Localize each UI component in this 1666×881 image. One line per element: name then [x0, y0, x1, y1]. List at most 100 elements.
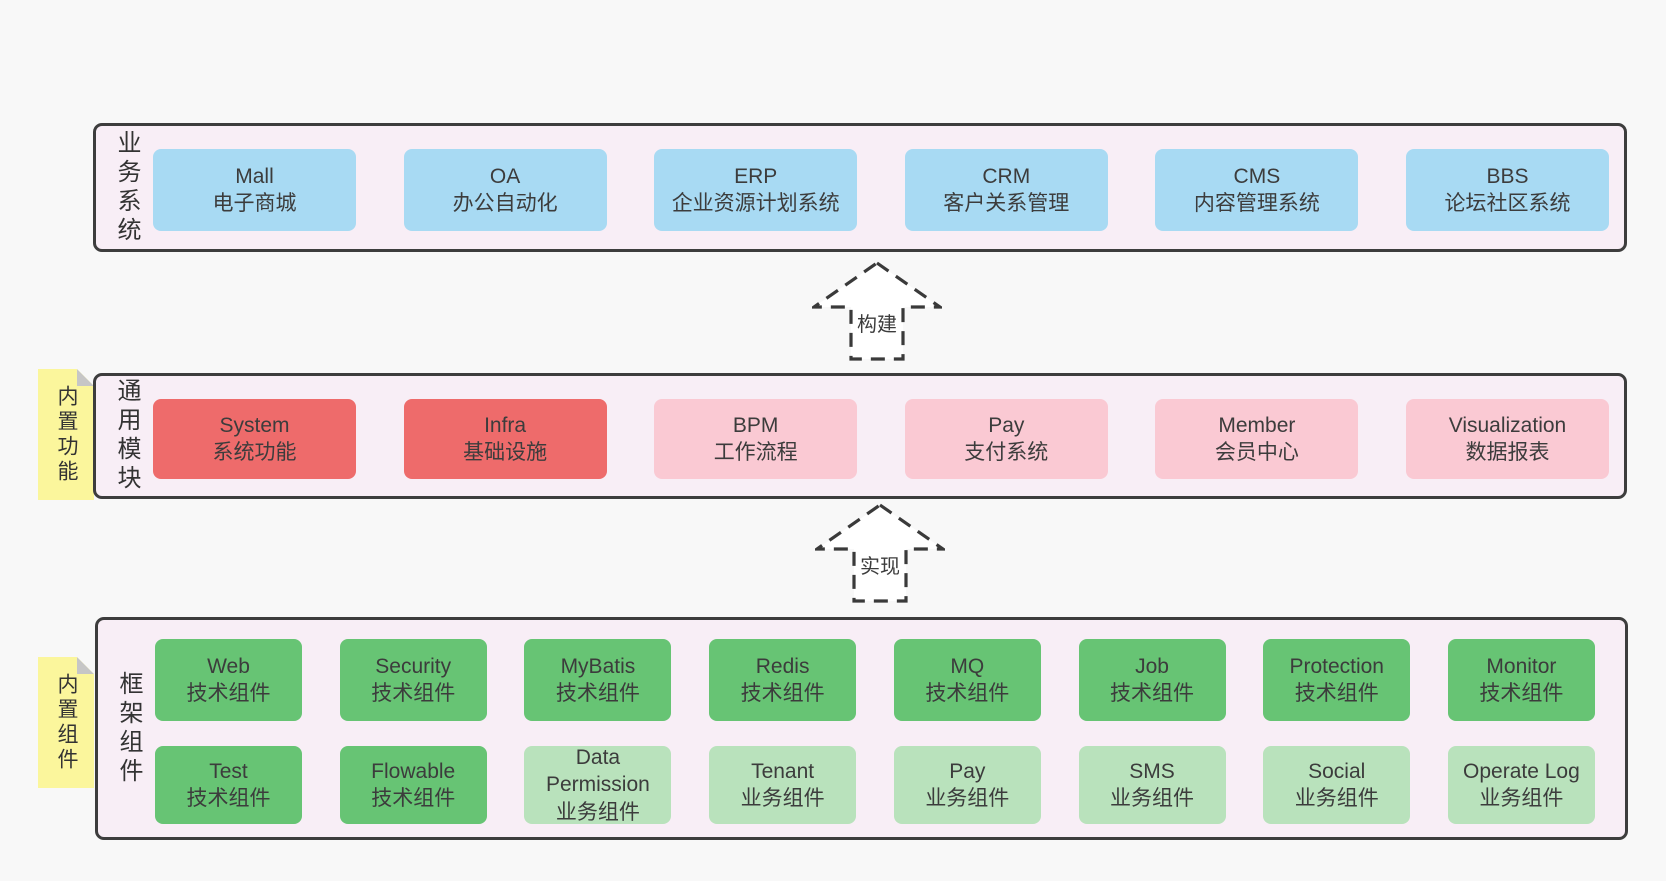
- box-social: Social 业务组件: [1263, 746, 1411, 824]
- box-subtitle: 论坛社区系统: [1444, 192, 1571, 215]
- box-subtitle: 技术组件: [555, 682, 640, 705]
- box-subtitle: 会员中心: [1214, 441, 1299, 464]
- box-sms: SMS 业务组件: [1078, 746, 1226, 824]
- box-erp: ERP 企业资源计划系统: [654, 149, 858, 231]
- box-subtitle: 内容管理系统: [1193, 192, 1320, 215]
- folded-corner-icon: [77, 369, 94, 386]
- modules-boxes-row: System 系统功能 Infra 基础设施 BPM 工作流程 Pay 支付系统…: [153, 399, 1609, 479]
- built-in-components-tag-label: 内置组件: [55, 672, 78, 773]
- box-subtitle: 技术组件: [371, 682, 456, 705]
- box-crm: CRM 客户关系管理: [904, 149, 1108, 231]
- box-bpm: BPM 工作流程: [654, 399, 858, 479]
- box-redis: Redis 技术组件: [709, 639, 857, 721]
- box-subtitle: 技术组件: [1294, 682, 1379, 705]
- box-subtitle: 业务组件: [1294, 787, 1379, 810]
- box-bbs: BBS 论坛社区系统: [1405, 149, 1609, 231]
- box-title: Tenant: [751, 759, 815, 783]
- built-in-components-tag: 内置组件: [38, 657, 94, 788]
- box-infra: Infra 基础设施: [403, 399, 607, 479]
- box-subtitle: 办公自动化: [452, 192, 558, 215]
- box-title: SMS: [1129, 759, 1175, 783]
- box-title: Member: [1218, 413, 1296, 437]
- arrow-build-label: 构建: [853, 308, 901, 337]
- box-title: Test: [209, 759, 248, 783]
- box-subtitle: 工作流程: [713, 441, 798, 464]
- common-modules-section: 通用模块 System 系统功能 Infra 基础设施 BPM 工作流程 Pay…: [93, 373, 1627, 499]
- box-title: CRM: [982, 164, 1031, 188]
- box-subtitle: 技术组件: [186, 682, 271, 705]
- box-job: Job 技术组件: [1078, 639, 1226, 721]
- box-title: BPM: [732, 413, 779, 437]
- box-subtitle: 技术组件: [925, 682, 1010, 705]
- box-title: ERP: [734, 164, 778, 188]
- box-subtitle: 支付系统: [964, 441, 1049, 464]
- modules-section-label: 通用模块: [113, 378, 140, 494]
- box-title: Web: [207, 654, 250, 678]
- box-title: Pay: [949, 759, 986, 783]
- box-protection: Protection 技术组件: [1263, 639, 1411, 721]
- box-title: Protection: [1289, 654, 1384, 678]
- box-subtitle: 技术组件: [740, 682, 825, 705]
- box-tenant: Tenant 业务组件: [709, 746, 857, 824]
- box-oa: OA 办公自动化: [403, 149, 607, 231]
- box-title: Infra: [484, 413, 527, 437]
- box-subtitle: 企业资源计划系统: [671, 192, 840, 215]
- framework-row-2: Test 技术组件 Flowable 技术组件 Data Permission …: [155, 746, 1595, 824]
- box-subtitle: 电子商城: [212, 192, 297, 215]
- box-subtitle: 业务组件: [1479, 787, 1564, 810]
- arrow-implement-label: 实现: [856, 550, 904, 579]
- built-in-features-tag-label: 内置功能: [55, 384, 78, 485]
- box-title: Job: [1135, 654, 1169, 678]
- box-subtitle: 技术组件: [371, 787, 456, 810]
- business-boxes-row: Mall 电子商城 OA 办公自动化 ERP 企业资源计划系统 CRM 客户关系…: [153, 149, 1609, 231]
- built-in-features-tag: 内置功能: [38, 369, 94, 500]
- box-subtitle: 业务组件: [925, 787, 1010, 810]
- box-mall: Mall 电子商城: [153, 149, 356, 231]
- box-title: Operate Log: [1463, 759, 1580, 783]
- box-title: MyBatis: [560, 654, 636, 678]
- arrow-implement: 实现: [811, 502, 949, 604]
- box-subtitle: 基础设施: [463, 441, 548, 464]
- box-title: System: [219, 413, 290, 437]
- box-title: BBS: [1486, 164, 1529, 188]
- box-subtitle: 业务组件: [555, 800, 640, 824]
- box-subtitle: 技术组件: [186, 787, 271, 810]
- box-system: System 系统功能: [153, 399, 356, 479]
- box-data-permission: Data Permission 业务组件: [524, 746, 672, 824]
- box-subtitle: 业务组件: [740, 787, 825, 810]
- framework-row-1: Web 技术组件 Security 技术组件 MyBatis 技术组件 Redi…: [155, 639, 1595, 721]
- business-systems-section: 业务系统 Mall 电子商城 OA 办公自动化 ERP 企业资源计划系统 CRM…: [93, 123, 1627, 252]
- box-title: CMS: [1233, 164, 1281, 188]
- box-operate-log: Operate Log 业务组件: [1447, 746, 1595, 824]
- box-subtitle: 业务组件: [1110, 787, 1195, 810]
- box-title: Social: [1308, 759, 1366, 783]
- box-mybatis: MyBatis 技术组件: [524, 639, 672, 721]
- box-title: MQ: [950, 654, 985, 678]
- box-subtitle: 技术组件: [1479, 682, 1564, 705]
- box-subtitle: 客户关系管理: [943, 192, 1070, 215]
- box-flowable: Flowable 技术组件: [339, 746, 487, 824]
- box-subtitle: 系统功能: [212, 441, 297, 464]
- box-title: Monitor: [1486, 654, 1557, 678]
- box-web: Web 技术组件: [155, 639, 302, 721]
- box-mq: MQ 技术组件: [893, 639, 1041, 721]
- box-title: Visualization: [1448, 413, 1567, 437]
- business-section-label: 业务系统: [113, 129, 140, 246]
- box-title: Mall: [235, 164, 274, 188]
- box-security: Security 技术组件: [339, 639, 487, 721]
- box-title: Security: [375, 654, 452, 678]
- box-test: Test 技术组件: [155, 746, 302, 824]
- box-subtitle: 数据报表: [1465, 441, 1550, 464]
- box-pay-module: Pay 支付系统: [904, 399, 1108, 479]
- box-subtitle: 技术组件: [1110, 682, 1195, 705]
- box-monitor: Monitor 技术组件: [1447, 639, 1595, 721]
- box-title: Flowable: [371, 759, 456, 783]
- box-title: OA: [489, 164, 521, 188]
- box-pay-component: Pay 业务组件: [893, 746, 1041, 824]
- box-member: Member 会员中心: [1155, 399, 1359, 479]
- box-visualization: Visualization 数据报表: [1405, 399, 1609, 479]
- box-title: Data Permission: [545, 746, 650, 797]
- framework-components-section: 框架组件 Web 技术组件 Security 技术组件 MyBatis 技术组件…: [95, 617, 1628, 840]
- arrow-build: 构建: [808, 260, 946, 362]
- framework-section-label: 框架组件: [115, 670, 142, 787]
